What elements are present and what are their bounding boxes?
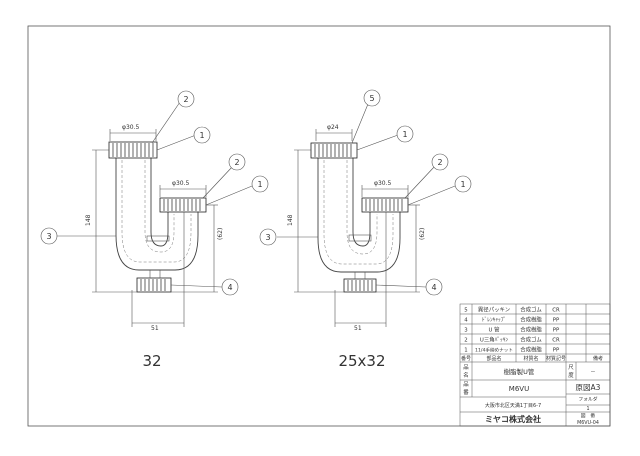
svg-text:11/4手締めナット: 11/4手締めナット (475, 347, 513, 354)
balloon-2a: 2 (177, 90, 195, 108)
sheet-frame (27, 25, 611, 427)
svg-text:名: 名 (463, 371, 468, 379)
balloon-1b: 1 (251, 175, 269, 193)
top-nut (310, 142, 358, 159)
header-code: 材質記号 (546, 355, 566, 362)
address: 大阪市北区天満1丁目6-7 (485, 402, 541, 409)
svg-text:4: 4 (464, 318, 468, 324)
inner-inlet (348, 234, 372, 242)
paper-size: 原図A3 (576, 383, 601, 392)
svg-text:1: 1 (257, 180, 262, 189)
u-pipe-inner-line (121, 160, 192, 263)
svg-text:3: 3 (464, 328, 467, 334)
balloon-2b: 2 (228, 153, 246, 171)
balloon-4: 4 (221, 278, 239, 296)
svg-text:品: 品 (463, 364, 468, 371)
caption-left: 32 (142, 352, 161, 370)
svg-text:PP: PP (553, 348, 560, 354)
dim-top-dia: φ24 (327, 124, 339, 131)
balloon-1a: 1 (396, 125, 414, 143)
company-name: ミヤコ株式会社 (485, 414, 541, 424)
folder-value: 1 (586, 406, 589, 412)
dim-height: 148 (85, 214, 92, 226)
svg-text:合成樹脂: 合成樹脂 (520, 326, 542, 334)
parts-list-table: 5 異径パッキン 合成ゴム CR 4 ﾄﾞﾚﾝｷｬｯﾌﾟ 合成樹脂 PP 3 U… (459, 303, 611, 427)
svg-text:5: 5 (369, 94, 374, 103)
dim-outlet-height: (62) (419, 228, 426, 240)
side-nut (361, 197, 409, 213)
drain-cap (136, 270, 172, 293)
svg-text:ﾄﾞﾚﾝｷｬｯﾌﾟ: ﾄﾞﾚﾝｷｬｯﾌﾟ (482, 317, 506, 324)
svg-text:合成樹脂: 合成樹脂 (520, 316, 542, 324)
balloon-5: 5 (363, 89, 381, 107)
balloon-3: 3 (259, 228, 277, 246)
dim-width: 51 (151, 325, 159, 332)
drawing-no: M6VU-04 (577, 420, 599, 426)
svg-text:3: 3 (265, 233, 270, 242)
svg-text:CR: CR (552, 338, 560, 344)
drawing-right: φ24 φ30.5 148 (62) 51 5 1 2 1 3 4 25x32 (259, 89, 472, 370)
svg-text:1: 1 (460, 180, 465, 189)
drawing-left: φ30.5 φ30.5 148 (62) 51 2 1 2 1 3 4 32 (40, 90, 269, 370)
dim-side-dia: φ30.5 (374, 180, 392, 187)
product-number: M6VU (509, 385, 529, 393)
svg-text:1: 1 (464, 348, 467, 354)
svg-text:1: 1 (199, 131, 204, 140)
u-pipe-outline (115, 158, 199, 271)
svg-text:3: 3 (46, 232, 51, 241)
drawing-no-label: 図 番 (581, 412, 596, 419)
svg-text:PP: PP (553, 318, 560, 324)
svg-text:尺: 尺 (568, 364, 574, 371)
svg-text:U 管: U 管 (488, 326, 500, 334)
dim-side-dia: φ30.5 (172, 180, 190, 187)
balloon-3: 3 (40, 227, 58, 245)
svg-text:PP: PP (553, 328, 560, 334)
header-material: 材質名 (523, 355, 538, 362)
balloon-1b: 1 (454, 175, 472, 193)
u-pipe-inner-line (323, 160, 394, 265)
svg-text:品: 品 (463, 381, 468, 388)
leader-lines (57, 101, 253, 288)
inner-inlet (146, 235, 170, 242)
svg-text:2: 2 (234, 158, 239, 167)
folder-label: フォルダ (578, 396, 597, 403)
svg-text:4: 4 (431, 283, 436, 292)
leader-lines (277, 103, 456, 288)
dimension-lines (294, 129, 420, 327)
svg-text:CR: CR (552, 308, 560, 314)
svg-text:異径パッキン: 異径パッキン (478, 306, 510, 314)
svg-text:合成ゴム: 合成ゴム (520, 306, 542, 314)
svg-text:U三角ﾊﾟｯｷﾝ: U三角ﾊﾟｯｷﾝ (480, 336, 509, 344)
header-no: 番号 (461, 355, 471, 362)
drain-cap (343, 272, 377, 293)
svg-text:合成ゴム: 合成ゴム (520, 336, 542, 344)
balloon-4: 4 (425, 278, 443, 296)
side-nut (159, 197, 207, 213)
svg-text:4: 4 (227, 283, 232, 292)
balloon-1a: 1 (193, 126, 211, 144)
dim-top-dia: φ30.5 (122, 124, 140, 131)
svg-text:5: 5 (464, 308, 467, 314)
header-note: 備考 (593, 355, 603, 362)
dim-outlet-height: (62) (217, 228, 224, 240)
svg-text:2: 2 (464, 338, 467, 344)
svg-text:2: 2 (183, 95, 188, 104)
dimension-lines (92, 129, 218, 327)
balloon-2: 2 (431, 153, 449, 171)
dim-height: 148 (287, 214, 294, 226)
svg-text:2: 2 (437, 158, 442, 167)
header-name: 部品名 (486, 355, 501, 362)
u-pipe-outline (317, 158, 401, 273)
caption-right: 25x32 (338, 352, 385, 370)
product-name: 樹脂製U管 (504, 367, 535, 376)
svg-text:1: 1 (402, 130, 407, 139)
scale-value: － (590, 370, 595, 376)
svg-text:番: 番 (463, 389, 469, 396)
svg-text:度: 度 (568, 371, 574, 379)
top-nut (108, 141, 158, 159)
svg-text:合成樹脂: 合成樹脂 (520, 346, 542, 354)
dim-width: 51 (354, 325, 362, 332)
